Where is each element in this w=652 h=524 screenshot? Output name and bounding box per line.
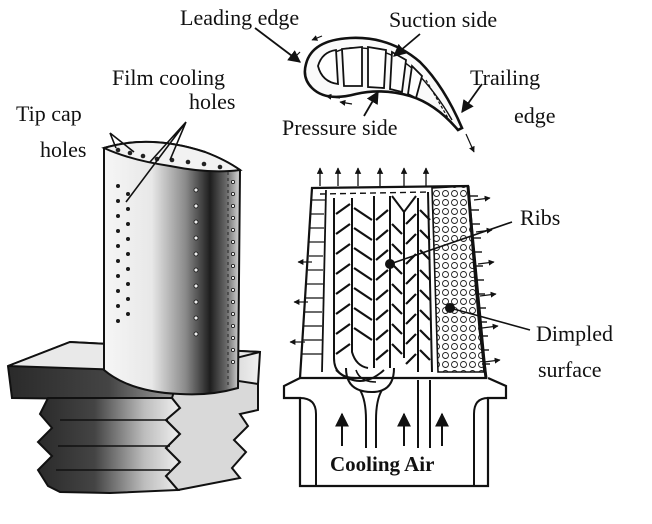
leading-edge-leader	[254, 27, 302, 63]
pressure-side-leader	[363, 90, 379, 117]
airfoil-cross-section	[254, 27, 483, 153]
label-pressure-side: Pressure side	[282, 115, 398, 140]
label-dimpled-line1: Dimpled	[536, 321, 613, 346]
dimpled-leader	[449, 307, 531, 331]
section-base	[282, 376, 508, 488]
label-trailing-line2: edge	[514, 103, 556, 128]
label-film-cooling-line1: Film cooling	[112, 65, 226, 90]
tip-cap-leader	[109, 132, 135, 153]
label-trailing-line1: Trailing	[470, 65, 541, 90]
trailing-edge-leader	[461, 83, 483, 114]
label-film-cooling-line2: holes	[189, 89, 236, 114]
internal-cooling-section	[282, 167, 531, 488]
label-ribs: Ribs	[520, 205, 561, 230]
film-cooling-leader	[125, 121, 187, 203]
suction-side-leader	[393, 33, 421, 57]
label-dimpled-line2: surface	[538, 357, 602, 382]
blade-airfoil	[103, 140, 242, 396]
blade-3d	[6, 121, 262, 495]
label-leading-edge: Leading edge	[180, 5, 300, 30]
label-cooling-air: Cooling Air	[330, 452, 435, 476]
label-suction-side: Suction side	[389, 7, 498, 32]
label-tip-cap-line2: holes	[40, 137, 87, 162]
ribs-leader	[389, 221, 513, 265]
label-tip-cap-line1: Tip cap	[16, 101, 82, 126]
